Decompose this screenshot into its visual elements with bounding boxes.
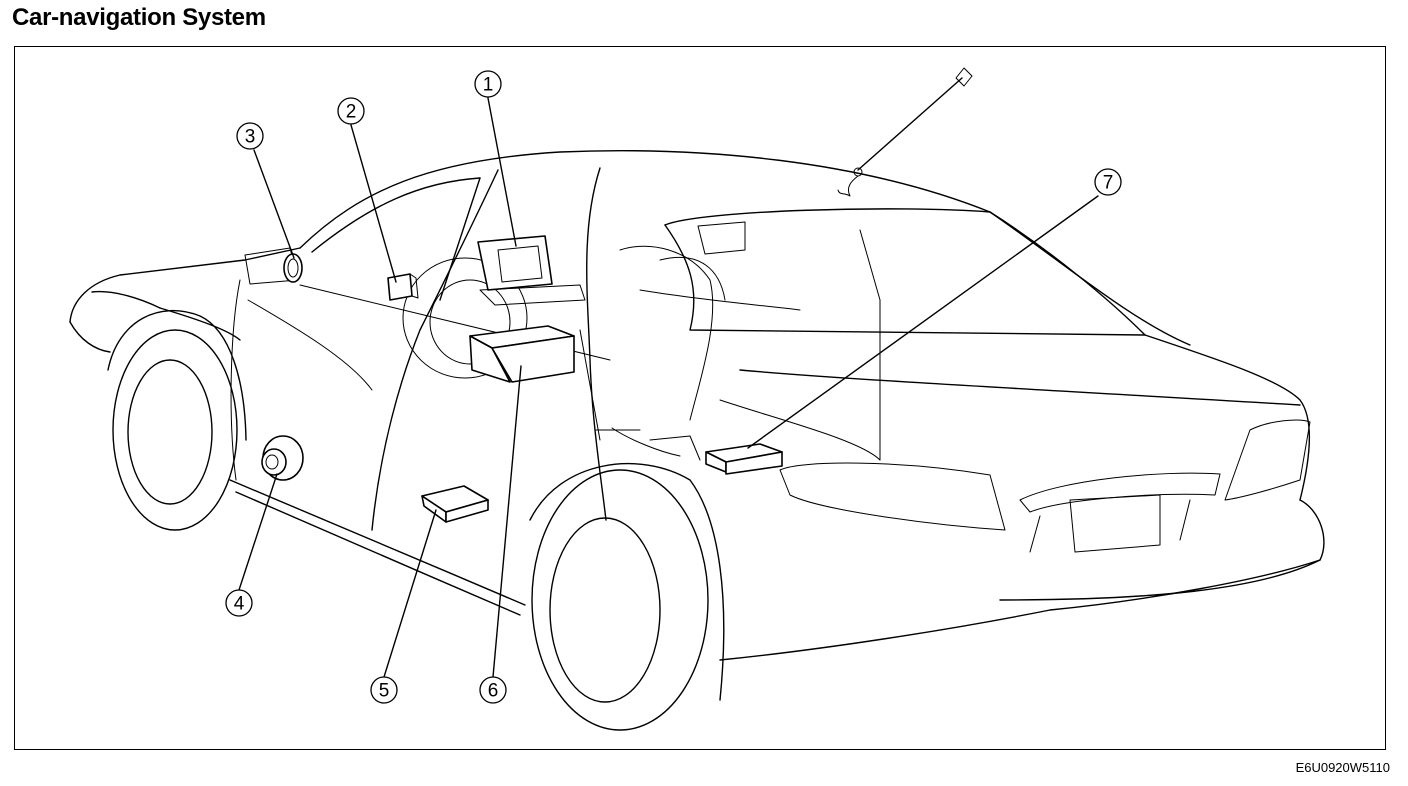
callout-2: 2 bbox=[337, 97, 365, 125]
callout-label: 7 bbox=[1103, 173, 1114, 194]
car-body bbox=[69, 150, 1325, 661]
callout-1: 1 bbox=[474, 70, 502, 98]
callout-label: 6 bbox=[488, 681, 499, 702]
figure-code: E6U0920W5110 bbox=[1295, 760, 1390, 775]
callout-label: 4 bbox=[234, 594, 245, 615]
page-title: Car-navigation System bbox=[12, 4, 266, 31]
leader-lines bbox=[238, 97, 1099, 678]
display-unit bbox=[477, 235, 586, 306]
callout-label: 5 bbox=[379, 681, 390, 702]
callout-label: 3 bbox=[245, 127, 256, 148]
callout-4: 4 bbox=[225, 589, 253, 617]
callout-3: 3 bbox=[236, 122, 264, 150]
front-wheel bbox=[107, 309, 247, 531]
callout-5: 5 bbox=[370, 676, 398, 704]
antenna bbox=[837, 67, 973, 197]
callout-6: 6 bbox=[479, 676, 507, 704]
door-speaker bbox=[261, 435, 304, 481]
console-unit bbox=[469, 325, 575, 383]
underseat-unit bbox=[421, 485, 489, 523]
trunk-unit bbox=[705, 443, 783, 475]
diagram-frame bbox=[14, 46, 1386, 750]
dash-unit bbox=[387, 273, 419, 301]
callout-7: 7 bbox=[1094, 168, 1122, 196]
callout-label: 1 bbox=[483, 75, 494, 96]
mirror-speaker bbox=[283, 253, 303, 283]
callout-label: 2 bbox=[346, 102, 357, 123]
rear-wheel bbox=[529, 463, 725, 731]
